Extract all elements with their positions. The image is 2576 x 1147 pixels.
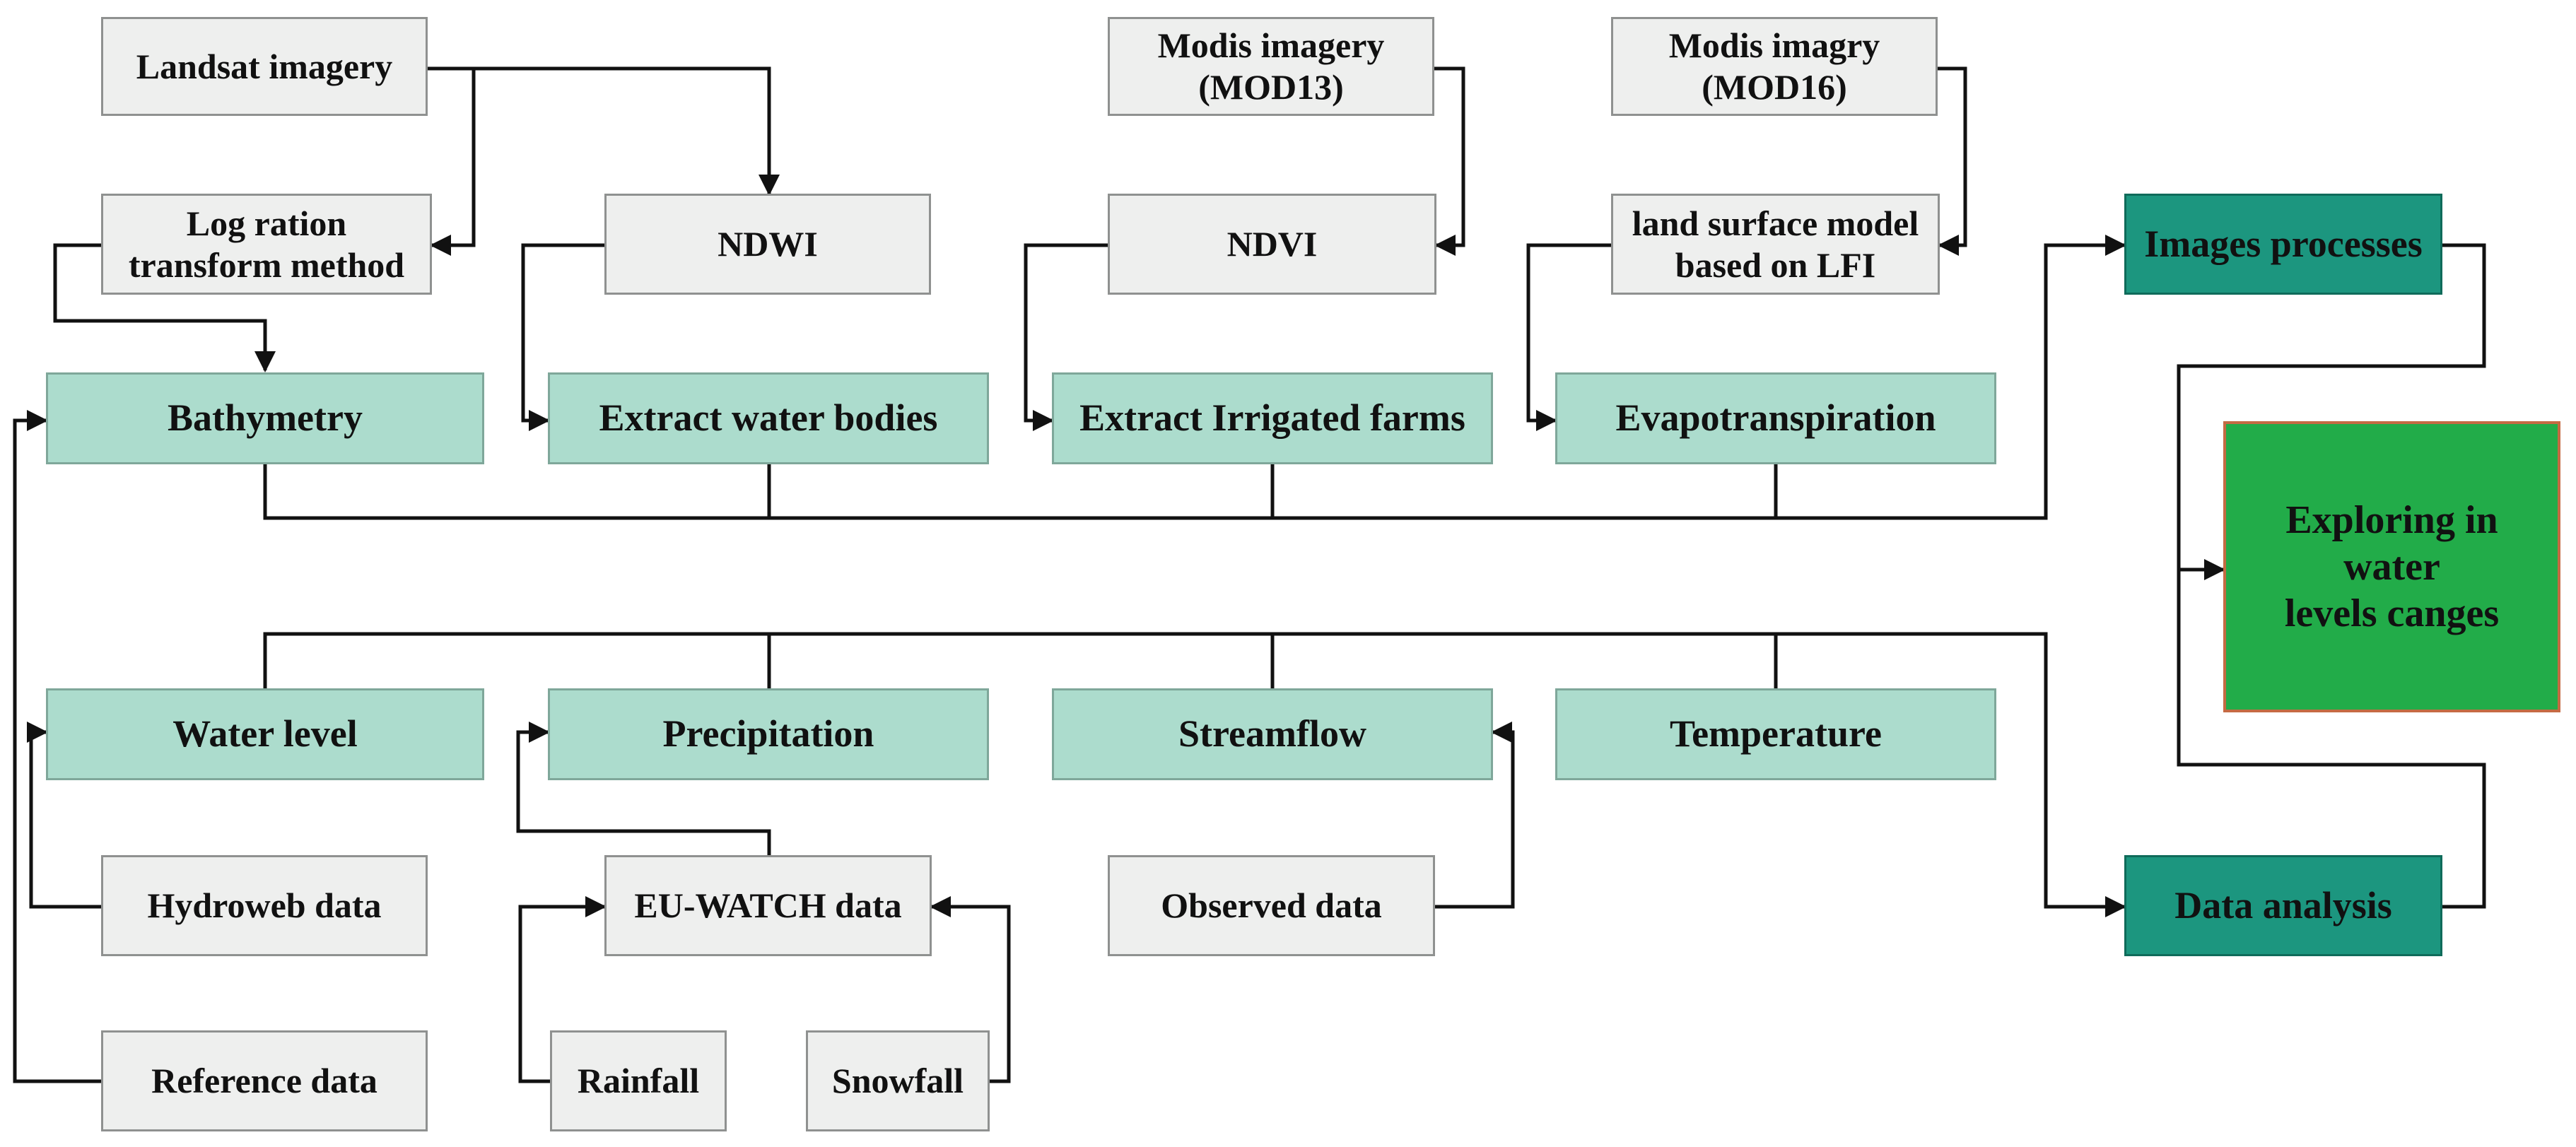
modis16-label: Modis imagry (MOD16)	[1668, 25, 1880, 107]
water-level-label: Water level	[172, 712, 358, 755]
eu-watch-data-node: EU-WATCH data	[604, 855, 932, 956]
connector-euwatch-precip	[516, 722, 771, 855]
connector-bottomrow-bus	[263, 632, 2126, 917]
extract-water-bodies-label: Extract water bodies	[599, 396, 938, 440]
ndwi-node: NDWI	[604, 194, 931, 295]
connector-logratio-bathymetry	[53, 243, 276, 372]
connector-ndvi-irrigated	[1024, 243, 1108, 431]
water-level-node: Water level	[46, 688, 484, 780]
evapotranspiration-label: Evapotranspiration	[1615, 396, 1936, 440]
streamflow-node: Streamflow	[1052, 688, 1493, 780]
landsat-imagery-node: Landsat imagery	[101, 17, 428, 116]
connector-lsm-evapo	[1526, 243, 1611, 431]
temperature-node: Temperature	[1555, 688, 1996, 780]
bathymetry-node: Bathymetry	[46, 372, 484, 464]
connector-images-to-exploring	[2177, 243, 2486, 580]
extract-water-bodies-node: Extract water bodies	[548, 372, 989, 464]
snowfall-label: Snowfall	[831, 1061, 964, 1100]
modis16-node: Modis imagry (MOD16)	[1611, 17, 1938, 116]
images-processes-node: Images processes	[2124, 194, 2442, 295]
extract-irrigated-farms-label: Extract Irrigated farms	[1079, 396, 1465, 440]
connector-rainfall-euwatch	[518, 896, 607, 1083]
connector-snowfall-euwatch	[930, 896, 1011, 1083]
log-ratio-label: Log ration transform method	[128, 203, 405, 285]
reference-data-label: Reference data	[151, 1061, 377, 1100]
evapotranspiration-node: Evapotranspiration	[1555, 372, 1996, 464]
eu-watch-data-label: EU-WATCH data	[634, 886, 902, 925]
log-ratio-node: Log ration transform method	[101, 194, 432, 295]
landsat-imagery-label: Landsat imagery	[136, 46, 393, 86]
land-surface-model-node: land surface model based on LFI	[1611, 194, 1940, 295]
hydroweb-data-label: Hydroweb data	[147, 886, 382, 925]
precipitation-label: Precipitation	[662, 712, 874, 755]
connector-observed-streamflow	[1435, 722, 1515, 909]
temperature-label: Temperature	[1670, 712, 1882, 755]
connector-landsat-ndwi	[428, 66, 780, 196]
ndvi-node: NDVI	[1108, 194, 1436, 295]
connector-analysis-to-exploring	[2177, 570, 2486, 909]
snowfall-node: Snowfall	[806, 1030, 990, 1131]
connector-landsat-logratio	[430, 69, 476, 256]
streamflow-label: Streamflow	[1178, 712, 1366, 755]
rainfall-label: Rainfall	[577, 1061, 700, 1100]
data-analysis-node: Data analysis	[2124, 855, 2442, 956]
connector-mod13-ndvi	[1434, 66, 1465, 256]
observed-data-node: Observed data	[1108, 855, 1435, 956]
ndvi-label: NDVI	[1226, 224, 1318, 264]
exploring-water-levels-node: Exploring in water levels canges	[2223, 421, 2560, 712]
connector-mod16-lsm	[1938, 66, 1967, 256]
data-analysis-label: Data analysis	[2174, 883, 2392, 927]
exploring-water-levels-label: Exploring in water levels canges	[2284, 498, 2500, 636]
hydroweb-data-node: Hydroweb data	[101, 855, 428, 956]
extract-irrigated-farms-node: Extract Irrigated farms	[1052, 372, 1493, 464]
connector-toprow-bus	[263, 235, 2126, 520]
modis13-node: Modis imagery (MOD13)	[1108, 17, 1434, 116]
connector-hydroweb-waterlevel	[27, 722, 101, 909]
observed-data-label: Observed data	[1161, 886, 1382, 925]
ndwi-label: NDWI	[718, 224, 818, 264]
connector-reference-bathymetry	[13, 410, 101, 1083]
connector-ndwi-waterbodies	[521, 243, 604, 431]
reference-data-node: Reference data	[101, 1030, 428, 1131]
images-processes-label: Images processes	[2144, 222, 2423, 265]
precipitation-node: Precipitation	[548, 688, 989, 780]
land-surface-model-label: land surface model based on LFI	[1632, 203, 1919, 285]
bathymetry-label: Bathymetry	[168, 396, 363, 440]
rainfall-node: Rainfall	[550, 1030, 727, 1131]
modis13-label: Modis imagery (MOD13)	[1157, 25, 1385, 107]
